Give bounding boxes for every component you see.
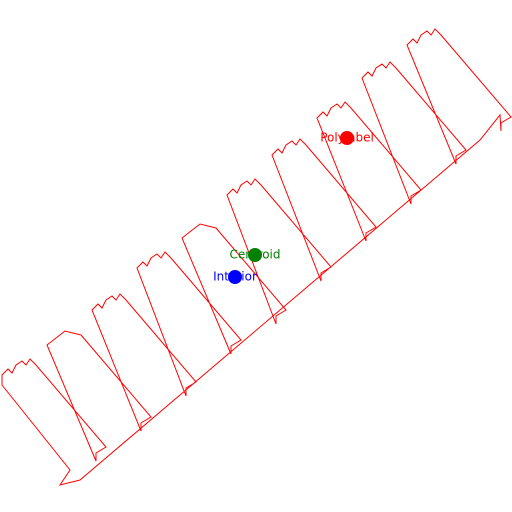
centroid-label: Centroid bbox=[229, 248, 280, 262]
point-centroid: Centroid bbox=[229, 248, 281, 262]
interior-label: Interior bbox=[213, 270, 257, 284]
polylabel-label: Polylabel bbox=[320, 131, 374, 145]
interior-marker bbox=[228, 270, 242, 284]
centroid-marker bbox=[248, 248, 262, 262]
polygon-outline bbox=[1, 28, 512, 486]
point-interior: Interior bbox=[213, 270, 257, 284]
point-polylabel: Polylabel bbox=[320, 131, 374, 145]
polylabel-marker bbox=[340, 131, 354, 145]
